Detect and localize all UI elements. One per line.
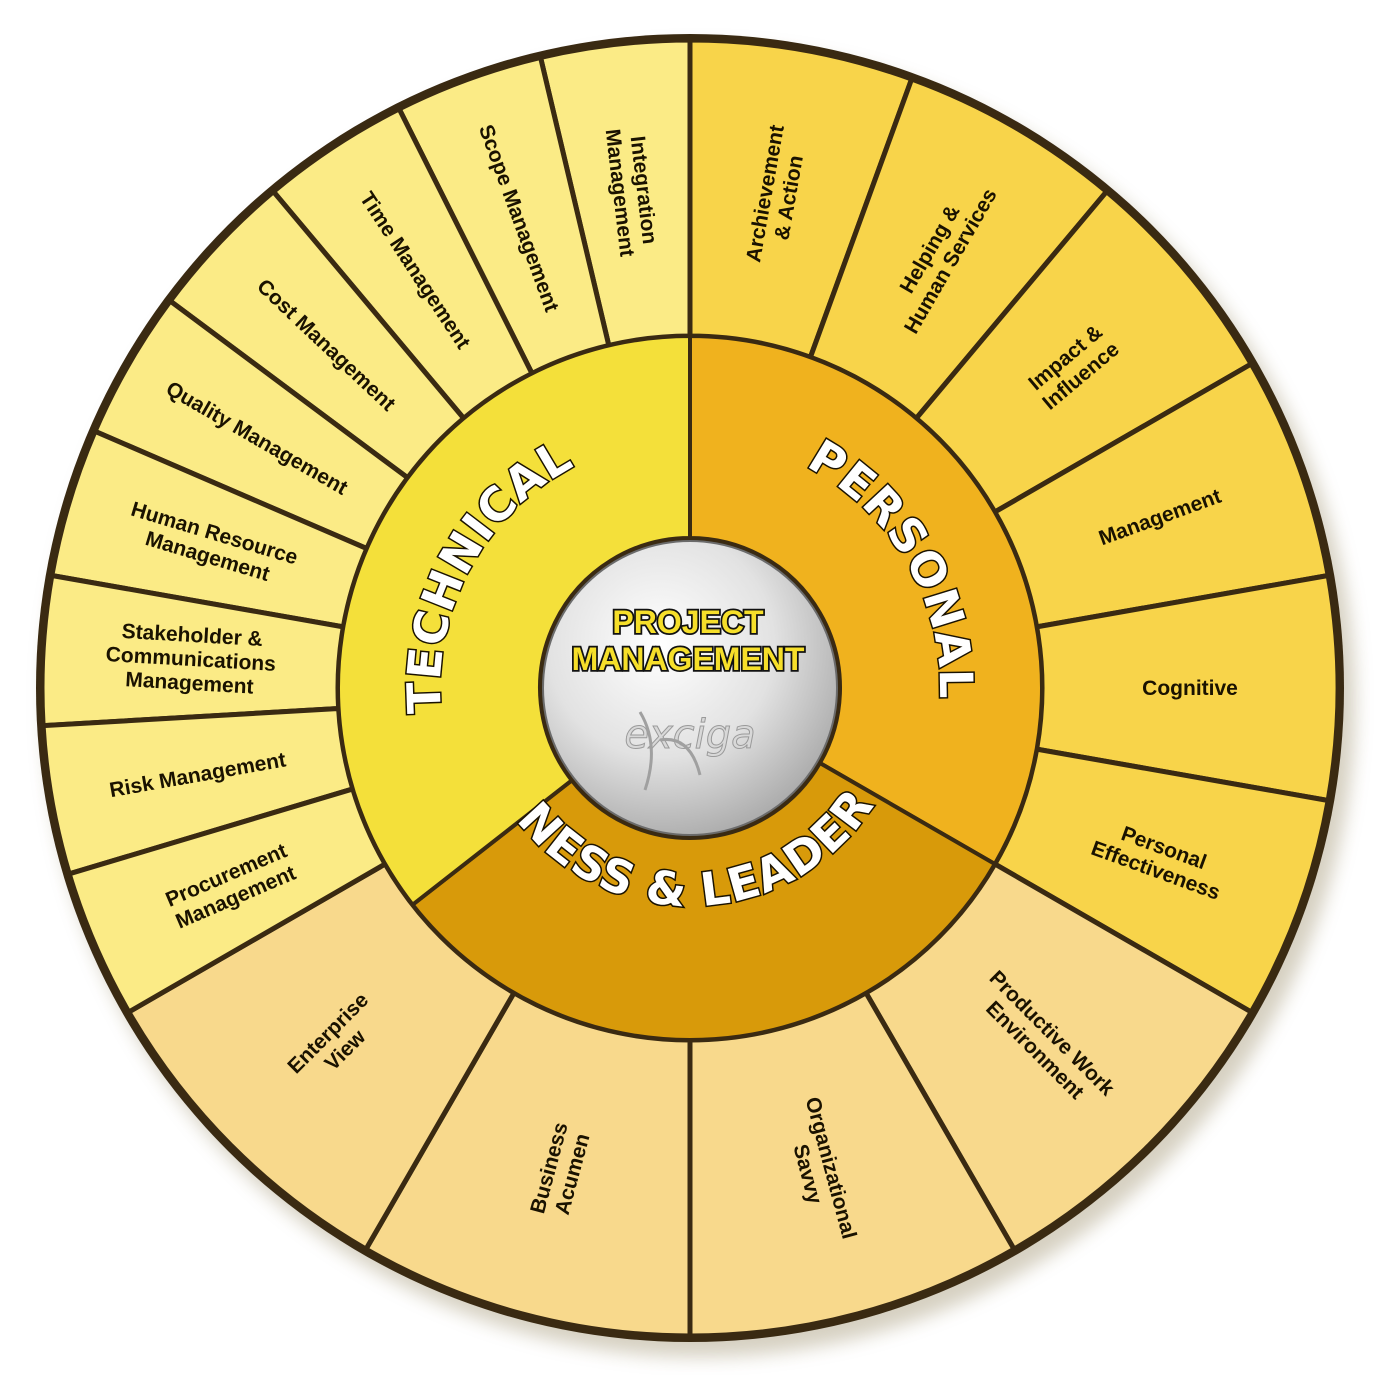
personal-segment-label: Cognitive bbox=[1142, 677, 1238, 700]
personal-segment-label-line: Cognitive bbox=[1142, 677, 1238, 700]
logo-swoosh bbox=[638, 711, 702, 791]
hub-button bbox=[542, 540, 838, 836]
personal-category-band bbox=[688, 333, 1044, 867]
inner-ring bbox=[336, 333, 1044, 1042]
technical-segment-label: Stakeholder &CommunicationsManagement bbox=[104, 619, 278, 700]
business-category-band bbox=[409, 760, 998, 1042]
hub-title-line2: MANAGEMENT bbox=[572, 641, 805, 677]
hub: PROJECT MANAGEMENT exciga bbox=[542, 540, 838, 836]
exciga-logo: exciga bbox=[624, 711, 756, 791]
technical-category-band bbox=[336, 333, 692, 908]
hub-title-line1: PROJECT bbox=[612, 604, 764, 640]
